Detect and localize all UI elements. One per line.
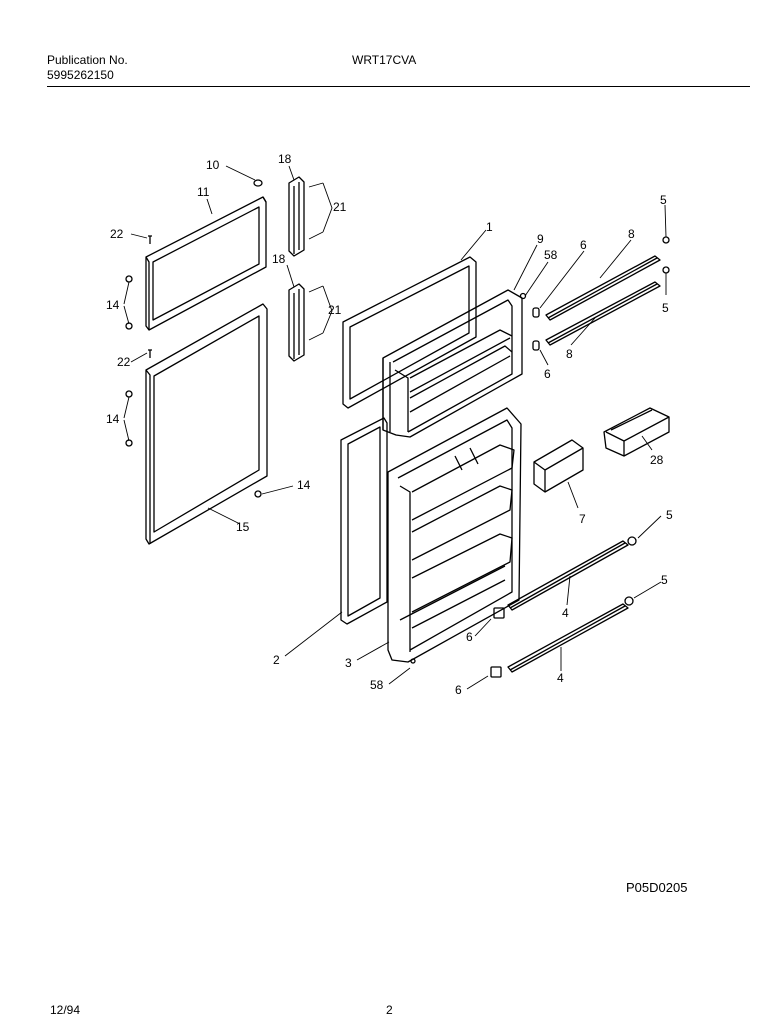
callout-18: 18 [278, 152, 292, 166]
callout-8: 8 [628, 227, 635, 241]
door-handle-upper [288, 176, 305, 257]
callout-6: 6 [580, 238, 587, 252]
publication-number: 5995262150 [47, 68, 114, 82]
fresh-food-door-liner [387, 407, 522, 663]
door-rack-middle [507, 540, 629, 611]
publication-label: Publication No. [47, 53, 128, 67]
callout-9: 9 [537, 232, 544, 246]
callout-14: 14 [106, 298, 120, 312]
callout-58: 58 [544, 248, 558, 262]
callout-6: 6 [455, 683, 462, 697]
callout-18: 18 [272, 252, 286, 266]
callout-15: 15 [236, 520, 250, 534]
callout-21: 21 [333, 200, 347, 214]
callout-1: 1 [486, 220, 493, 234]
fresh-food-door-panel [145, 303, 268, 545]
callout-6: 6 [544, 367, 551, 381]
callout-22: 22 [117, 355, 131, 369]
callout-11: 11 [197, 185, 210, 199]
callout-leaders [123, 165, 667, 690]
callout-5: 5 [662, 301, 669, 315]
dairy-bin [603, 407, 670, 457]
callout-10: 10 [206, 158, 220, 172]
door-rack-upper [545, 255, 661, 321]
page-number: 2 [386, 1003, 393, 1017]
callout-58: 58 [370, 678, 384, 692]
callout-14: 14 [106, 412, 120, 426]
publication-date: 12/94 [50, 1003, 81, 1017]
model-number: WRT17CVA [352, 53, 417, 67]
callout-5: 5 [666, 508, 673, 522]
callout-6: 6 [466, 630, 473, 644]
hardware-parts [125, 179, 670, 678]
callout-5: 5 [661, 573, 668, 587]
callout-labels: 10 11 22 14 14 18 21 18 21 22 14 14 14 1… [106, 152, 673, 697]
callout-3: 3 [345, 656, 352, 670]
freezer-gasket [342, 256, 477, 409]
callout-4: 4 [557, 671, 564, 685]
door-rack-lower [545, 281, 661, 346]
header-rule [47, 86, 750, 87]
door-handle-lower [288, 283, 305, 362]
diagram-code: P05D0205 [626, 880, 688, 895]
callout-5: 5 [660, 193, 667, 207]
callout-4: 4 [562, 606, 569, 620]
callout-7: 7 [579, 512, 586, 526]
callout-2: 2 [273, 653, 280, 667]
callout-28: 28 [650, 453, 664, 467]
callout-21: 21 [328, 303, 342, 317]
freezer-door-panel [145, 196, 267, 331]
door-rack-bottom [507, 603, 629, 673]
callout-14: 14 [297, 478, 311, 492]
freezer-door-liner [382, 289, 523, 438]
fresh-food-gasket [340, 417, 388, 625]
callout-8: 8 [566, 347, 573, 361]
butter-compartment [533, 439, 584, 493]
callout-22: 22 [110, 227, 124, 241]
